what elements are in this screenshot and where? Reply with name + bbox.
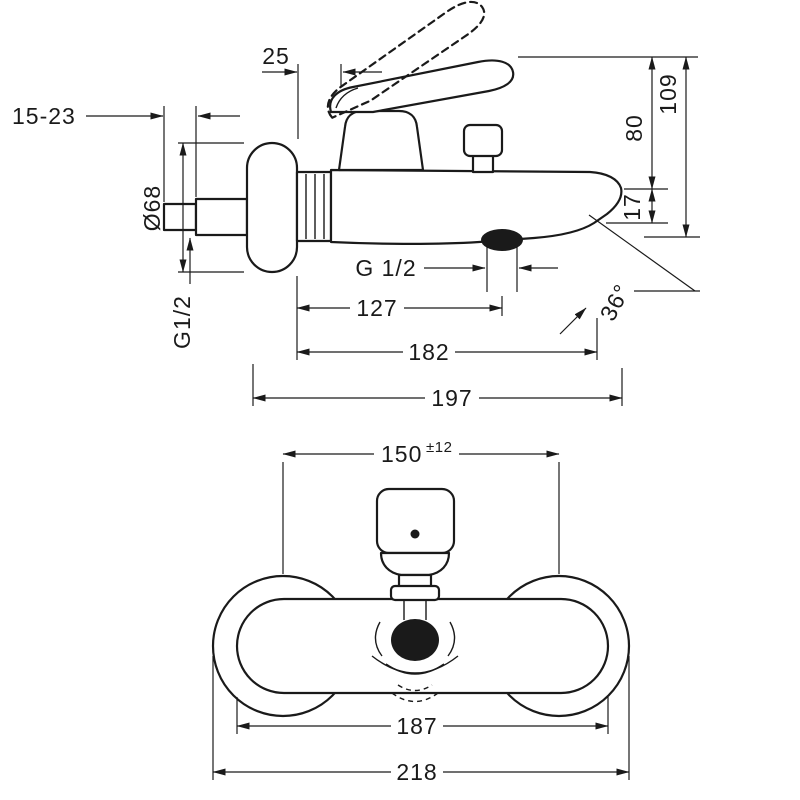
dim-187: 187 — [236, 697, 609, 739]
dim-label-15-23: 15-23 — [12, 103, 76, 129]
dim-label-182: 182 — [408, 339, 449, 365]
dim-25: 25 — [262, 43, 382, 139]
inlet-thread-label: G1/2 — [169, 295, 195, 349]
label-inlet-thread: G1/2 — [169, 237, 195, 349]
dim-218: 218 — [212, 656, 630, 785]
handle-skirt — [379, 551, 451, 577]
dim-label-17: 17 — [619, 193, 645, 221]
side-view: 25 15-23 Ø68 G1/2 G 1/2 — [12, 0, 700, 411]
inlet-pipe — [194, 197, 249, 237]
spout-contour — [385, 663, 445, 675]
dim-127: 127 — [296, 276, 503, 360]
front-view: 150 ±12 187 218 — [211, 439, 631, 785]
handle-knob-dot — [410, 529, 420, 539]
spout-aerator — [481, 229, 523, 251]
spout-side-contour — [374, 621, 383, 657]
dim-15-23: 15-23 — [12, 103, 240, 202]
dim-label-187: 187 — [396, 713, 437, 739]
dim-197: 197 — [252, 307, 623, 411]
handle-knob-front — [375, 487, 456, 555]
dim-label-197: 197 — [431, 385, 472, 411]
angle-36: 36° — [588, 214, 700, 325]
diverter-front — [391, 619, 439, 661]
dim-label-150: 150 — [381, 441, 422, 467]
dim-182: 182 — [296, 318, 598, 365]
handle-lever — [329, 59, 515, 114]
union-nut — [295, 170, 333, 243]
handle-flange — [389, 584, 441, 602]
hidden-outlet-arc — [397, 684, 433, 692]
dim-heights: 80 17 109 — [518, 56, 700, 238]
spout-side-contour — [447, 621, 456, 657]
outlet-thread-label: G 1/2 — [355, 255, 416, 281]
dim-label-80: 80 — [621, 114, 647, 142]
dim-label-150-tolerance: ±12 — [426, 439, 452, 456]
dim-label-25: 25 — [262, 43, 290, 69]
spout-contour — [371, 655, 459, 674]
cartridge-housing — [337, 109, 425, 172]
dim-label-109: 109 — [655, 73, 681, 114]
spout-angle-line — [588, 214, 696, 292]
dim-label-127: 127 — [356, 295, 397, 321]
dim-150: 150 ±12 — [282, 439, 560, 574]
wall-escutcheon — [245, 141, 299, 274]
mixer-body-spout — [329, 168, 623, 245]
spout-tip-leader-arrow — [559, 307, 587, 335]
dim-label-68: Ø68 — [139, 185, 165, 231]
dim-label-218: 218 — [396, 759, 437, 785]
dim-68: Ø68 — [139, 142, 244, 273]
inlet-thread-nub — [162, 202, 198, 232]
diverter-knob — [462, 123, 504, 158]
handle-lever-raised-outline — [326, 0, 486, 119]
dim-label-36: 36° — [595, 279, 636, 325]
handle-lever-seam — [335, 87, 359, 109]
label-outlet-thread: G 1/2 — [355, 247, 558, 292]
hidden-outlet-arc — [391, 692, 439, 703]
